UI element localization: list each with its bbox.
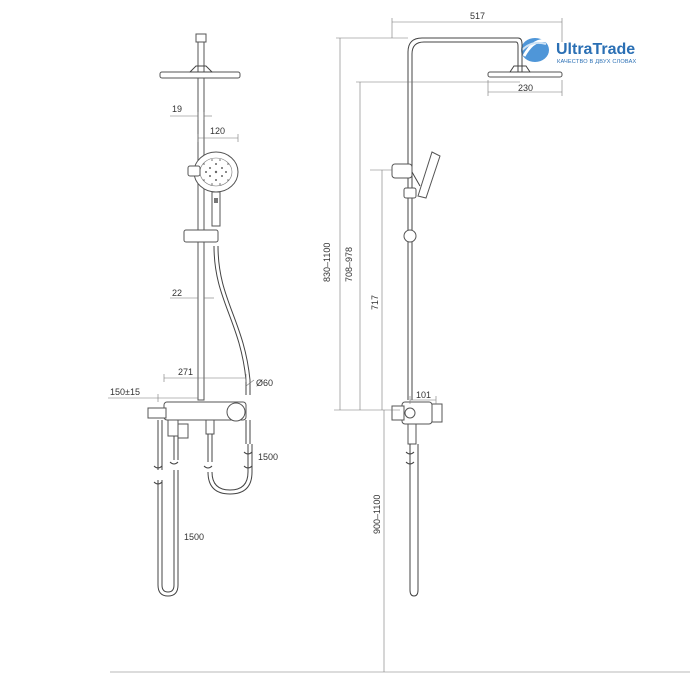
front-inlet-middle xyxy=(177,423,189,439)
hand-shower-holder xyxy=(187,165,201,177)
right-hose-loop xyxy=(207,444,253,495)
front-shower-arm-joint xyxy=(188,65,214,73)
dim-150: 150±15 xyxy=(110,387,140,397)
front-hose xyxy=(213,245,247,395)
front-riser-cap xyxy=(195,33,207,43)
logo-mark-icon xyxy=(521,38,551,62)
side-hand-shower xyxy=(391,151,441,243)
side-hose xyxy=(409,444,419,597)
dim-60: Ø60 xyxy=(256,378,273,388)
left-hose-link xyxy=(173,436,179,460)
ultratrade-logo[interactable]: UltraTrade КАЧЕСТВО В ДВУХ СЛОВАХ xyxy=(521,38,637,65)
front-inlet-left xyxy=(167,419,179,437)
right-hose-top xyxy=(207,434,213,462)
dim-230: 230 xyxy=(518,83,533,93)
side-shower-arm-inner xyxy=(411,41,519,400)
left-hose-loop xyxy=(157,470,179,597)
dim-271: 271 xyxy=(178,367,193,377)
dim-hose-left: 1500 xyxy=(184,532,204,542)
dim-517: 517 xyxy=(470,11,485,21)
front-riser-pipe xyxy=(197,39,205,401)
dim-19: 19 xyxy=(172,104,182,114)
side-overhead-shower xyxy=(487,71,563,78)
dim-hose-right: 1500 xyxy=(258,452,278,462)
side-shower-joint xyxy=(509,65,531,73)
dim-101: 101 xyxy=(416,390,431,400)
side-wall-flange xyxy=(391,405,405,421)
side-dimension-lines xyxy=(334,18,563,672)
right-hose-break xyxy=(203,451,253,469)
left-hose-break-2 xyxy=(169,461,179,465)
side-mixer-handle xyxy=(431,403,443,423)
dim-900-1100: 900–1100 xyxy=(372,495,382,534)
front-view: 19 120 22 271 150±15 Ø60 1500 1500 xyxy=(108,33,278,597)
logo-subtitle: КАЧЕСТВО В ДВУХ СЛОВАХ xyxy=(557,59,637,65)
front-diverter-knob xyxy=(226,402,246,422)
dim-717: 717 xyxy=(370,295,380,310)
dim-830-1100: 830–1100 xyxy=(322,243,332,282)
side-view: 517 230 830–1100 708–978 717 101 900–110… xyxy=(110,11,690,673)
front-mixer-handle xyxy=(147,407,167,419)
side-mixer-knob xyxy=(404,407,416,419)
dim-22: 22 xyxy=(172,288,182,298)
right-hose-link xyxy=(245,420,251,444)
slide-bar-holder xyxy=(183,229,219,243)
logo-title: UltraTrade xyxy=(556,41,635,58)
dim-120: 120 xyxy=(210,126,225,136)
left-hose-top xyxy=(157,420,163,470)
side-shower-arm xyxy=(407,37,523,400)
front-dimension-lines xyxy=(108,112,255,402)
hand-shower-head xyxy=(193,151,239,227)
front-inlet-right xyxy=(205,419,215,435)
side-hose-break xyxy=(405,451,415,465)
front-hose-outline xyxy=(217,245,251,395)
side-spout xyxy=(407,423,417,445)
left-hose-break xyxy=(153,465,163,485)
dim-708-978: 708–978 xyxy=(344,247,354,282)
front-overhead-shower xyxy=(159,71,241,79)
